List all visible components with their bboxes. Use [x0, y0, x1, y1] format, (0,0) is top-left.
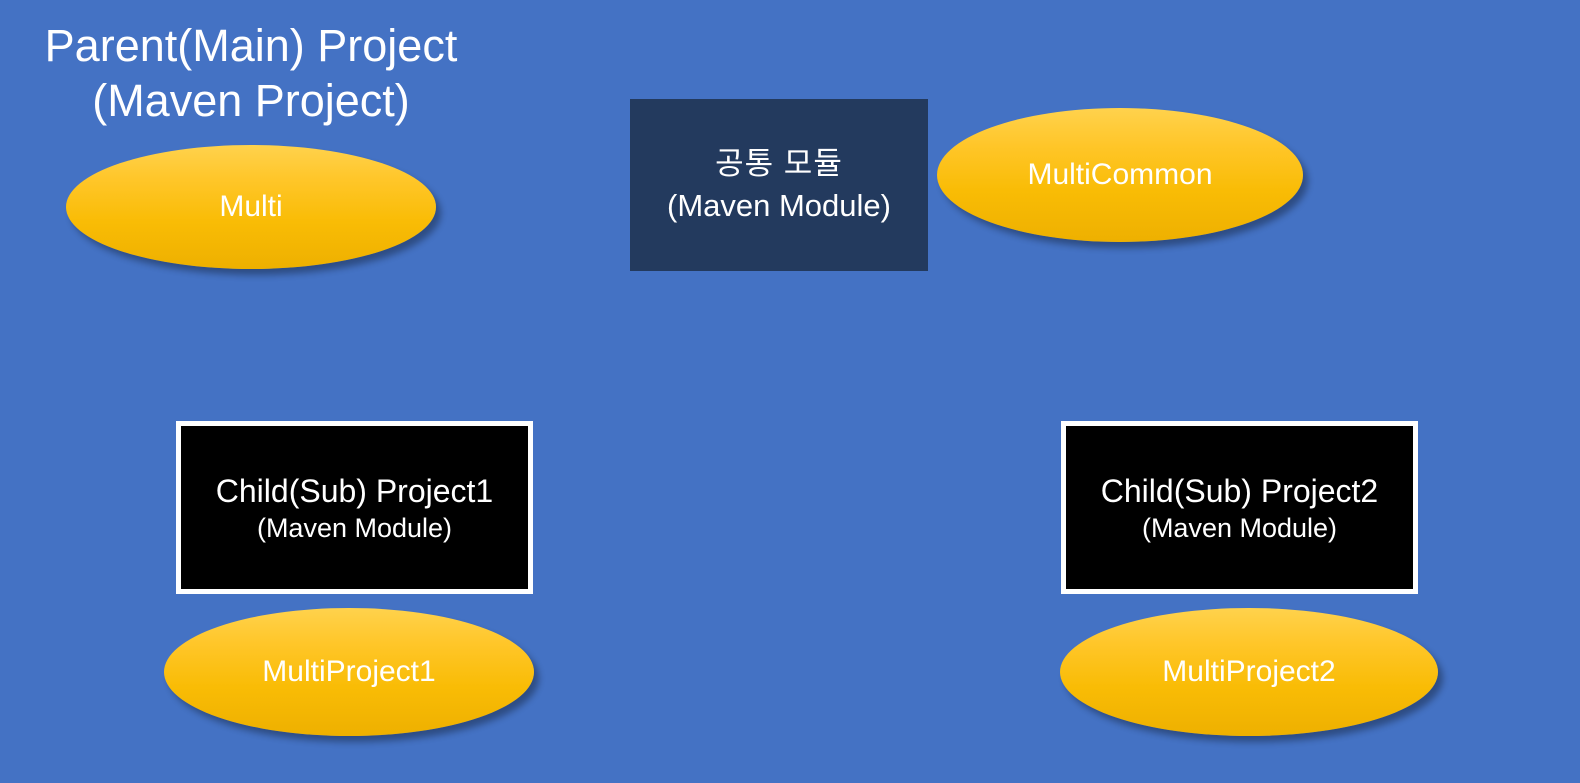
node-child-project2-ellipse[interactable]: MultiProject2 — [1060, 608, 1438, 736]
node-child-project2-box[interactable]: Child(Sub) Project2 (Maven Module) — [1061, 421, 1418, 594]
page-title: Parent(Main) Project (Maven Project) — [14, 18, 488, 128]
node-child-project2-label: MultiProject2 — [1162, 655, 1336, 688]
node-child-project1-ellipse[interactable]: MultiProject1 — [164, 608, 534, 736]
node-child-project1-box[interactable]: Child(Sub) Project1 (Maven Module) — [176, 421, 533, 594]
node-parent-project-label: Multi — [219, 190, 283, 223]
page-title-line-2: (Maven Project) — [92, 75, 410, 126]
node-common-module-label: MultiCommon — [1027, 158, 1213, 191]
node-child-project1-line-1: Child(Sub) Project1 — [215, 472, 494, 509]
node-parent-project-ellipse[interactable]: Multi — [66, 145, 436, 269]
node-common-module-ellipse[interactable]: MultiCommon — [937, 108, 1303, 242]
node-child-project2-line-2: (Maven Module) — [1141, 512, 1338, 543]
node-child-project2-line-1: Child(Sub) Project2 — [1100, 472, 1379, 509]
node-child-project1-label: MultiProject1 — [262, 655, 436, 688]
node-common-module-box[interactable]: 공통 모듈 (Maven Module) — [630, 99, 928, 271]
page-title-line-1: Parent(Main) Project — [44, 20, 458, 71]
node-common-module-line-1: 공통 모듈 — [715, 146, 843, 181]
node-common-module-line-2: (Maven Module) — [667, 188, 891, 223]
node-child-project1-line-2: (Maven Module) — [256, 512, 453, 543]
